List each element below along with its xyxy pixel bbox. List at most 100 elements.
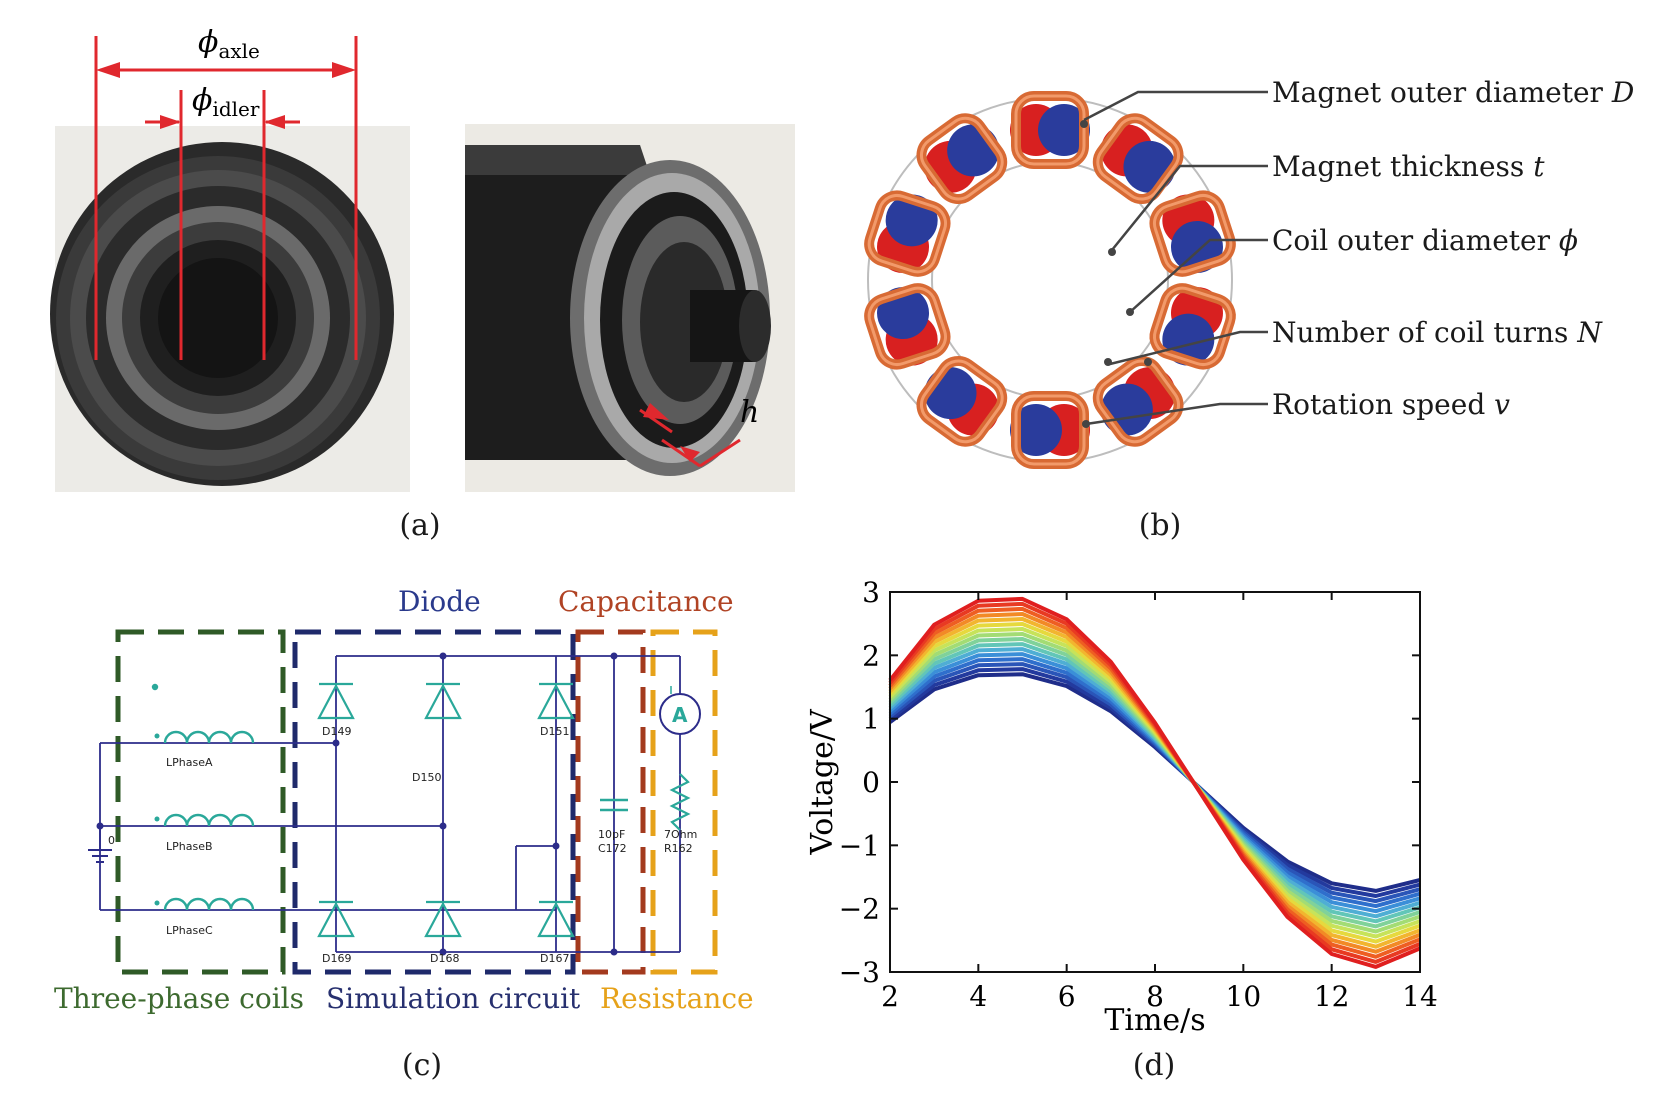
diode-d169 xyxy=(317,900,355,938)
y-tick-label: −3 xyxy=(839,956,880,989)
label-res-value: 7Ohm xyxy=(664,828,697,841)
magnet-coil-unit xyxy=(864,190,951,277)
idler-dimension xyxy=(145,90,300,360)
diode-d167 xyxy=(537,900,575,938)
x-axis-label: Time/s xyxy=(1104,1003,1205,1038)
magnet-coil-unit xyxy=(864,283,951,370)
x-tick-label: 4 xyxy=(969,980,987,1013)
caption-d: (d) xyxy=(1132,1048,1176,1083)
inductor-phase-b xyxy=(163,813,255,827)
magnet-coil-ring xyxy=(864,91,1236,469)
series-group xyxy=(888,596,1421,969)
three-phase-coils-box xyxy=(115,629,286,975)
callout-magnet-thickness: Magnet thickness t xyxy=(1272,150,1545,183)
label-cap-value: 10pF xyxy=(598,828,625,841)
label-lphasea: LPhaseA xyxy=(166,756,213,769)
label-d150: D150 xyxy=(412,771,441,784)
diode-d151 xyxy=(537,682,575,720)
voltage-series-line xyxy=(888,662,1421,904)
voltage-series-line xyxy=(888,652,1421,914)
region-label-capacitance: Capacitance xyxy=(558,585,734,618)
caption-a: (a) xyxy=(399,508,441,543)
caption-b: (b) xyxy=(1138,508,1182,543)
region-label-three-phase: Three-phase coils xyxy=(54,982,305,1015)
inductor-phase-c xyxy=(163,897,255,911)
caption-c: (c) xyxy=(401,1048,443,1083)
label-cap-name: C172 xyxy=(598,842,627,855)
magnet-coil-unit xyxy=(1010,91,1090,169)
callout-magnet-outer-diameter: Magnet outer diameter D xyxy=(1272,76,1635,109)
ground-symbol xyxy=(88,849,112,863)
label-d167: D167 xyxy=(540,952,569,965)
axle-diameter-label: ϕaxle xyxy=(198,25,260,63)
callout-leaders xyxy=(1083,90,1268,426)
idler-side-view xyxy=(465,145,771,476)
diode-d150 xyxy=(424,682,462,720)
axle-dimension xyxy=(94,36,358,360)
magnet-coil-unit xyxy=(1149,190,1236,277)
label-res-name: R162 xyxy=(664,842,693,855)
label-d151: D151 xyxy=(540,725,569,738)
region-label-diode: Diode xyxy=(398,585,481,618)
capacitance-box xyxy=(575,629,646,975)
ammeter-icon: A xyxy=(659,686,701,735)
region-label-resistance: Resistance xyxy=(600,982,754,1015)
coil-highlight xyxy=(867,193,948,274)
magnet-coil-unit xyxy=(1092,113,1184,204)
y-tick-label: 0 xyxy=(862,766,880,799)
x-tick-label: 10 xyxy=(1226,980,1262,1013)
voltage-series-line xyxy=(888,672,1421,893)
magnet-coil-unit xyxy=(1092,356,1184,447)
label-d149: D149 xyxy=(322,725,351,738)
resistance-box xyxy=(650,629,718,975)
panel-a: ϕaxle ϕidler h (a) xyxy=(0,0,800,543)
y-tick-label: 2 xyxy=(862,639,880,672)
h-label: h xyxy=(740,395,759,430)
y-tick-label: −1 xyxy=(839,829,880,862)
coil-highlight xyxy=(1014,394,1086,466)
simulation-circuit-box xyxy=(292,629,576,975)
x-tick-label: 8 xyxy=(1146,980,1164,1013)
callout-rotation-speed: Rotation speed v xyxy=(1272,388,1510,421)
x-tick-label: 2 xyxy=(881,980,899,1013)
magnet-coil-unit xyxy=(916,113,1008,204)
region-label-simulation: Simulation circuit xyxy=(326,982,581,1015)
idler-end-view xyxy=(50,142,394,486)
x-tick-label: 14 xyxy=(1402,980,1438,1013)
y-tick-label: 1 xyxy=(862,703,880,736)
y-tick-label: 3 xyxy=(862,576,880,609)
circuit-schematic: 0 LPhaseA LPhaseB LPhaseC xyxy=(88,629,718,975)
x-tick-label: 6 xyxy=(1058,980,1076,1013)
callout-coil-turns: Number of coil turns N xyxy=(1272,316,1602,349)
voltage-series-line xyxy=(888,647,1421,919)
label-lphaseb: LPhaseB xyxy=(166,840,213,853)
magnet-coil-unit xyxy=(916,356,1008,447)
panel-c: 0 LPhaseA LPhaseB LPhaseC xyxy=(40,560,800,1090)
label-d169: D169 xyxy=(322,952,351,965)
panel-a-figure: ϕaxle ϕidler h xyxy=(50,25,795,492)
label-lphasec: LPhaseC xyxy=(166,924,213,937)
panel-b: Magnet outer diameter D Magnet thickness… xyxy=(830,0,1662,543)
coil-highlight xyxy=(1152,193,1233,274)
voltage-series-line xyxy=(888,596,1421,969)
svg-text:A: A xyxy=(672,703,688,727)
capacitor-c172 xyxy=(600,798,628,812)
coil-highlight xyxy=(1014,94,1086,166)
voltage-series-line xyxy=(888,657,1421,909)
magnet-blue xyxy=(1010,404,1062,456)
coil-highlight xyxy=(867,286,948,367)
y-tick-label: −2 xyxy=(839,893,880,926)
panel-b-figure xyxy=(864,90,1268,469)
diode-d168 xyxy=(424,900,462,938)
magnet-blue xyxy=(1038,104,1090,156)
voltage-series-line xyxy=(888,642,1421,924)
resistor-r162 xyxy=(669,773,691,831)
coil-highlight xyxy=(919,359,1004,444)
magnet-coil-unit xyxy=(1149,283,1236,370)
label-d168: D168 xyxy=(430,952,459,965)
inductor-phase-a xyxy=(151,683,255,744)
idler-diameter-label: ϕidler xyxy=(192,83,260,121)
